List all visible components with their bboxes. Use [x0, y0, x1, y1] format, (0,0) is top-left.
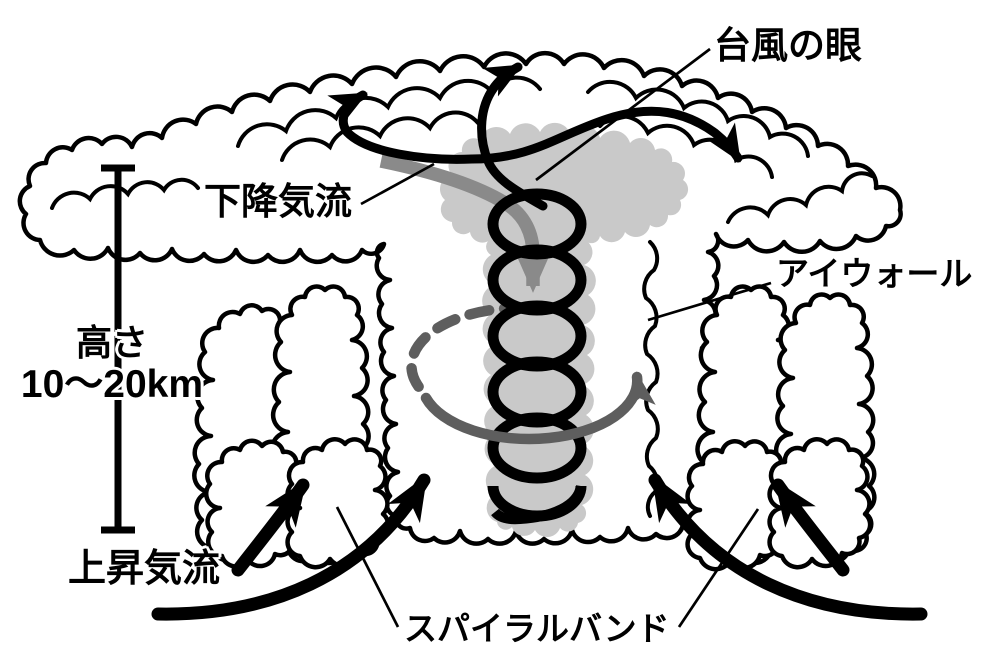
updraft-arrow-2: [151, 473, 431, 621]
updraft-arrow-1: [231, 478, 310, 577]
cloud-tower-right-front1: [685, 438, 791, 572]
rotation-arrow-dashed: [406, 302, 530, 398]
height-label-line1: 高さ: [75, 322, 148, 363]
height-label-line2: 10〜20km: [20, 362, 204, 406]
outflow-arrows: [327, 62, 743, 211]
spiral-band-leader-left: [335, 506, 400, 628]
outflow-arrow-top: [477, 62, 548, 211]
rotation-arrow: [420, 371, 656, 445]
spiral-band-leader-right: [677, 508, 760, 628]
updraft-arrows: [151, 473, 928, 621]
height-dimension-line: [101, 164, 135, 534]
spiral-coil: [487, 188, 587, 525]
downdraft-leader-line: [360, 162, 435, 206]
outflow-arrow-left: [327, 90, 477, 164]
updraft-arrow-4: [771, 478, 850, 577]
typhoon-eye-label: 台風の眼: [714, 25, 862, 66]
cloud-tower-left-front1: [203, 438, 306, 569]
spiral-band-label: スパイラルバンド: [404, 610, 670, 647]
outflow-arrow-right: [467, 106, 743, 164]
updraft-arrow-3: [648, 473, 928, 621]
eyewall-inner-edge: [642, 240, 660, 518]
height-label: 高さ 10〜20km: [6, 324, 218, 406]
leader-lines: [335, 47, 772, 628]
downdraft-label: 下降気流: [204, 181, 352, 222]
updraft-label: 上昇気流: [68, 548, 221, 590]
eye-leader-line: [535, 47, 711, 182]
spiral-band-clouds: [192, 284, 877, 572]
eyewall-leader-line: [647, 281, 772, 322]
eyewall-label: アイウォール: [776, 255, 973, 292]
